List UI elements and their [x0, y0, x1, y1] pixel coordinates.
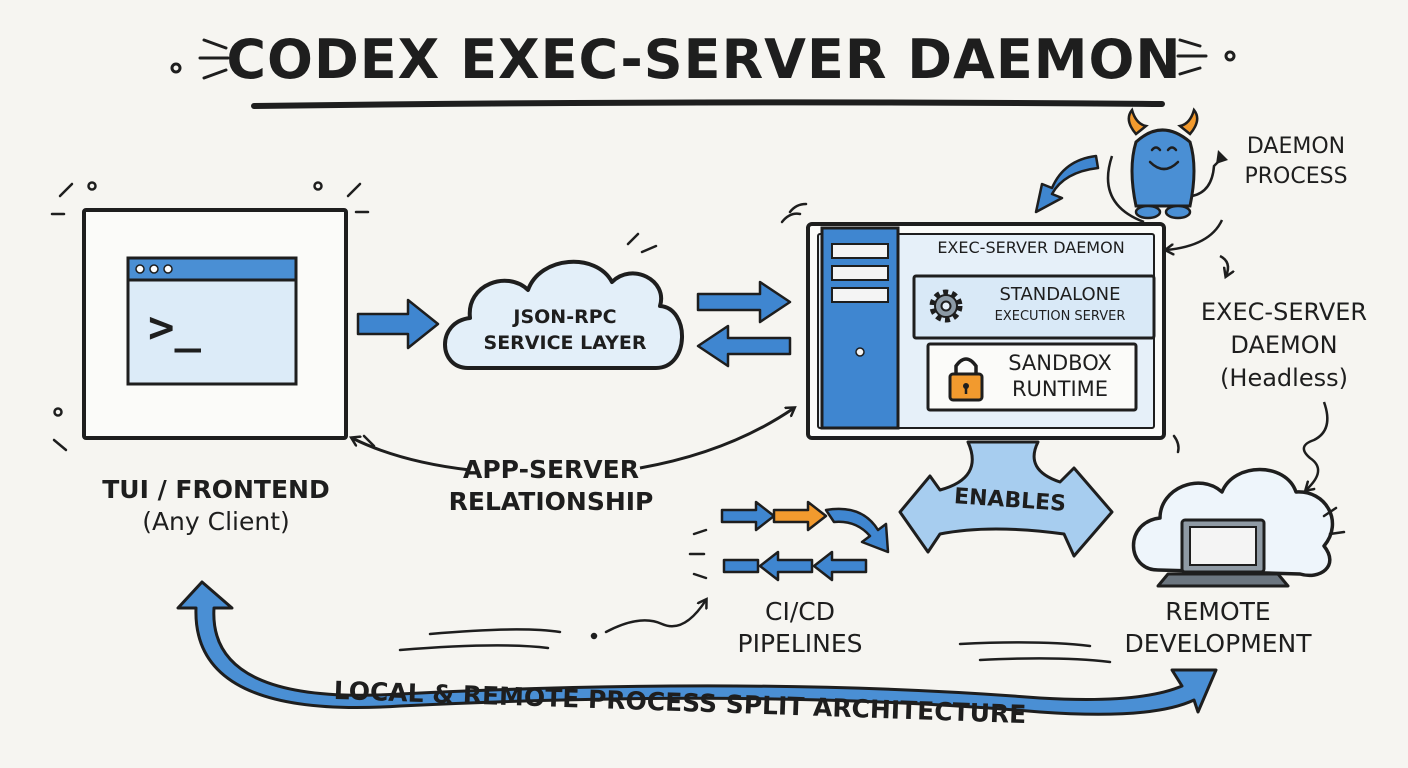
headless-line3: (Headless) [1220, 364, 1348, 392]
cicd-label: CI/CD PIPELINES [700, 596, 900, 660]
standalone-label-line2: EXECUTION SERVER [994, 309, 1126, 324]
cicd-label-line1: CI/CD [765, 597, 835, 626]
terminal-prompt: >_ [148, 302, 201, 353]
cloud-icon [443, 259, 684, 370]
gear-icon [929, 289, 963, 323]
cicd-label-line2: PIPELINES [737, 629, 863, 658]
enables-arrow [898, 440, 1114, 558]
jsonrpc-label-line1: JSON-RPC [513, 306, 617, 328]
app-server-label-line2: RELATIONSHIP [448, 487, 654, 516]
frontend-label-line1: TUI / FRONTEND [102, 475, 330, 504]
sandbox-label-line2: RUNTIME [1011, 377, 1109, 401]
remote-sparkles [1322, 506, 1346, 536]
standalone-label: STANDALONE EXECUTION SERVER [970, 284, 1150, 328]
remote-dev-line1: REMOTE [1165, 597, 1271, 626]
terminal-sparkles [50, 181, 376, 452]
daemon-arrow [1034, 154, 1100, 214]
frontend-label-line2: (Any Client) [142, 507, 290, 536]
arrow-rpc-to-server [696, 280, 792, 324]
arrow-frontend-to-rpc [356, 298, 440, 350]
laptop-icon [1156, 518, 1290, 588]
remote-dev-label: REMOTE DEVELOPMENT [1108, 596, 1328, 660]
daemon-curve [1106, 155, 1145, 224]
jsonrpc-label: JSON-RPC SERVICE LAYER [470, 304, 660, 356]
headless-pointer [1219, 254, 1228, 276]
daemon-to-server-curve [1166, 219, 1224, 250]
daemon-process-label: DAEMON PROCESS [1230, 132, 1362, 192]
server-sparkles [780, 202, 1180, 454]
sandbox-label-line1: SANDBOX [1008, 351, 1112, 375]
page-title: CODEX EXEC-SERVER DAEMON [226, 28, 1182, 91]
terminal-window-icon [82, 208, 348, 440]
standalone-label-line1: STANDALONE [999, 284, 1121, 305]
app-server-arc-left [352, 438, 471, 472]
architecture-sparkles [398, 628, 1112, 664]
app-server-arc-right [639, 408, 794, 470]
title-sparkles [170, 38, 1236, 80]
daemon-process-line1: DAEMON [1246, 134, 1346, 159]
server-tower-icon [820, 226, 900, 430]
architecture-arrow [176, 580, 1218, 716]
headless-line1: EXEC-SERVER [1200, 298, 1368, 326]
standalone-box [912, 274, 1156, 340]
sandbox-label: SANDBOX RUNTIME [990, 350, 1130, 402]
cicd-pipeline-icon [720, 500, 890, 582]
app-server-label: APP-SERVER RELATIONSHIP [446, 454, 656, 518]
padlock-icon [948, 357, 984, 402]
headless-line2: DAEMON [1230, 331, 1338, 359]
headless-label: EXEC-SERVER DAEMON (Headless) [1186, 296, 1382, 395]
arrow-server-to-rpc [696, 324, 792, 368]
headless-to-remote-squiggle [1302, 401, 1329, 490]
monster-mascot-icon [1127, 107, 1228, 220]
app-server-label-line1: APP-SERVER [463, 455, 639, 484]
server-header-label: EXEC-SERVER DAEMON [937, 238, 1125, 257]
cloud-sparkles [626, 232, 658, 254]
remote-dev-line2: DEVELOPMENT [1124, 629, 1312, 658]
daemon-process-line2: PROCESS [1244, 164, 1348, 189]
cicd-sparkles [590, 528, 706, 640]
frontend-label: TUI / FRONTEND (Any Client) [86, 474, 346, 538]
title-underline [251, 99, 1165, 109]
jsonrpc-label-line2: SERVICE LAYER [483, 332, 647, 354]
